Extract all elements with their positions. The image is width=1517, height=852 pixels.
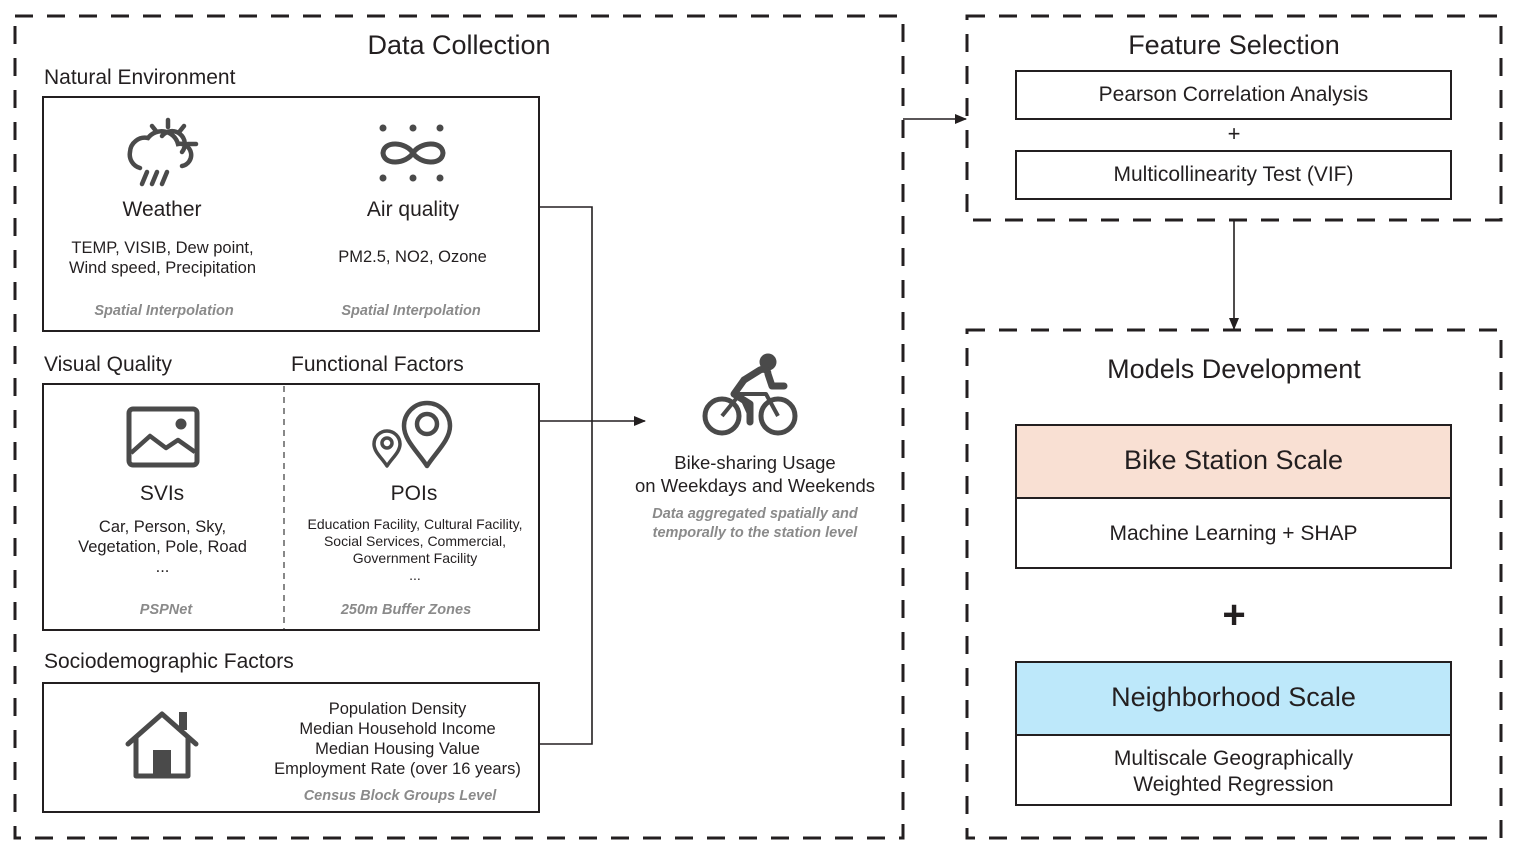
feature-selection-plus: + [1227, 121, 1241, 146]
neighborhood-scale-title: Neighborhood Scale [1111, 682, 1356, 712]
pearson-correlation-label: Pearson Correlation Analysis [1098, 83, 1369, 106]
bike-usage-note-line1: Data aggregated spatially and [652, 506, 858, 522]
weather-icon [127, 117, 199, 187]
svis-vars-line2: Vegetation, Pole, Road [78, 538, 247, 556]
air-quality-title: Air quality [366, 198, 460, 221]
pois-vars-line2: Social Services, Commercial, [323, 533, 507, 549]
pois-title: POIs [390, 482, 438, 505]
svis-vars-line1: Car, Person, Sky, [98, 518, 227, 536]
visual-quality-label: Visual Quality [44, 353, 173, 376]
svis-vars-line3: ... [155, 558, 170, 576]
sociodemographic-label: Sociodemographic Factors [44, 650, 294, 673]
multicollinearity-test-box: Multicollinearity Test (VIF) [1015, 150, 1452, 200]
functional-factors-label: Functional Factors [291, 353, 464, 376]
bike-station-scale-header: Bike Station Scale [1017, 426, 1450, 499]
cyclist-icon [702, 353, 798, 436]
data-collection-frame [13, 14, 905, 840]
neighborhood-scale-method-line1: Multiscale Geographically [1113, 747, 1354, 770]
models-plus: + [1222, 593, 1246, 637]
feature-selection-title: Feature Selection [1128, 30, 1340, 60]
air-quality-vars: PM2.5, NO2, Ozone [338, 248, 487, 266]
pois-vars-line3: Government Facility [352, 550, 478, 566]
image-icon [126, 406, 200, 468]
svis-method: PSPNet [139, 602, 193, 618]
bike-station-scale-method: Machine Learning + SHAP [1109, 522, 1358, 545]
sociodemographic-vars-line3: Median Housing Value [315, 740, 480, 758]
sociodemographic-vars-line4: Employment Rate (over 16 years) [274, 760, 521, 778]
bike-usage-title-line1: Bike-sharing Usage [674, 452, 836, 473]
sociodemographic-method: Census Block Groups Level [303, 788, 497, 804]
weather-vars-line2: Wind speed, Precipitation [68, 259, 257, 277]
weather-title: Weather [122, 198, 202, 221]
data-collection-title: Data Collection [367, 30, 551, 60]
pois-vars-line4: ... [409, 567, 421, 583]
location-pin-icon [372, 400, 453, 469]
bike-usage-title-line2: on Weekdays and Weekends [635, 475, 875, 496]
pois-method: 250m Buffer Zones [340, 602, 472, 618]
pearson-correlation-box: Pearson Correlation Analysis [1015, 70, 1452, 120]
models-development-title: Models Development [1107, 354, 1361, 384]
visual-functional-box [42, 383, 540, 631]
air-quality-method: Spatial Interpolation [341, 303, 481, 319]
bike-station-scale-box: Bike Station Scale Machine Learning + SH… [1015, 424, 1452, 569]
neighborhood-scale-method-line2: Weighted Regression [1133, 773, 1334, 796]
svis-title: SVIs [139, 482, 185, 505]
weather-vars-line1: TEMP, VISIB, Dew point, [71, 239, 254, 257]
natural-environment-label: Natural Environment [44, 66, 236, 89]
weather-method: Spatial Interpolation [94, 303, 234, 319]
natural-environment-connector [540, 206, 593, 745]
neighborhood-scale-header: Neighborhood Scale [1017, 663, 1450, 736]
sociodemographic-vars-line2: Median Household Income [299, 720, 496, 738]
neighborhood-scale-box: Neighborhood Scale Multiscale Geographic… [1015, 661, 1452, 806]
house-icon [125, 711, 199, 779]
pois-vars-line1: Education Facility, Cultural Facility, [307, 516, 523, 532]
bike-station-scale-title: Bike Station Scale [1123, 445, 1344, 475]
sociodemographic-vars-line1: Population Density [328, 700, 467, 718]
models-development-frame [965, 328, 1503, 840]
air-quality-icon [379, 124, 446, 182]
bike-usage-note-line2: temporally to the station level [652, 525, 858, 541]
sociodemographic-box [42, 682, 540, 813]
multicollinearity-test-label: Multicollinearity Test (VIF) [1113, 163, 1354, 186]
natural-environment-box [42, 96, 540, 332]
